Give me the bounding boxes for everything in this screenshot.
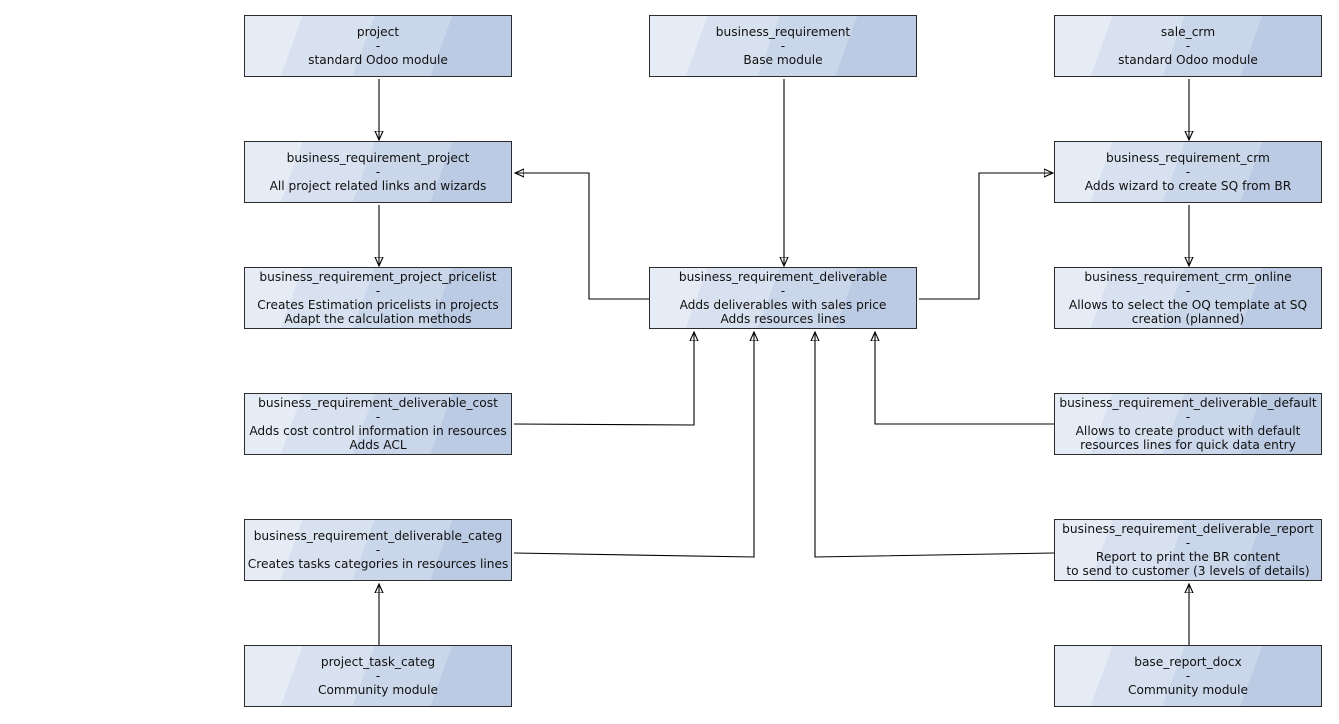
edge-deliverable-to-br-project [515, 173, 649, 300]
node-project: project - standard Odoo module [244, 15, 512, 77]
node-br-crm-online: business_requirement_crm_online - Allows… [1054, 267, 1322, 329]
node-separator: - [375, 543, 381, 557]
node-description: All project related links and wizards [269, 179, 487, 193]
node-title: business_requirement_deliverable_default [1059, 396, 1317, 410]
node-separator: - [1185, 165, 1191, 179]
node-description: to send to customer (3 levels of details… [1066, 564, 1310, 578]
node-separator: - [1185, 284, 1191, 298]
node-title: project_task_categ [320, 655, 436, 669]
node-title: business_requirement_project_pricelist [259, 270, 497, 284]
node-description: Adds wizard to create SQ from BR [1084, 179, 1292, 193]
node-base-report-docx: base_report_docx - Community module [1054, 645, 1322, 707]
node-description: Community module [317, 683, 439, 697]
edge-cost-to-deliverable [513, 332, 694, 426]
node-description: Base module [743, 53, 823, 67]
node-title: business_requirement_deliverable_report [1062, 522, 1314, 536]
node-br-project: business_requirement_project - All proje… [244, 141, 512, 203]
node-br-deliverable-default: business_requirement_deliverable_default… [1054, 393, 1322, 455]
edge-report-to-deliverable [815, 332, 1055, 558]
node-business-requirement: business_requirement - Base module [649, 15, 917, 77]
node-title: base_report_docx [1134, 655, 1242, 669]
node-separator: - [1185, 669, 1191, 683]
node-separator: - [1185, 536, 1191, 550]
node-title: project [356, 25, 400, 39]
node-description: Allows to select the OQ template at SQ [1068, 298, 1308, 312]
node-sale-crm: sale_crm - standard Odoo module [1054, 15, 1322, 77]
node-br-project-pricelist: business_requirement_project_pricelist -… [244, 267, 512, 329]
node-description: Adds deliverables with sales price [679, 298, 887, 312]
node-description: Creates Estimation pricelists in project… [257, 298, 499, 312]
node-separator: - [780, 39, 786, 53]
node-description: Adds cost control information in resourc… [249, 424, 507, 438]
node-separator: - [375, 284, 381, 298]
node-title: business_requirement [715, 25, 851, 39]
node-title: business_requirement_deliverable_cost [258, 396, 498, 410]
node-separator: - [1185, 39, 1191, 53]
node-project-task-categ: project_task_categ - Community module [244, 645, 512, 707]
edge-deliverable-to-br-crm [919, 173, 1053, 300]
node-description: Allows to create product with default [1075, 424, 1301, 438]
node-description: Adds resources lines [720, 312, 846, 326]
node-br-deliverable: business_requirement_deliverable - Adds … [649, 267, 917, 329]
node-br-deliverable-report: business_requirement_deliverable_report … [1054, 519, 1322, 581]
node-description: standard Odoo module [308, 53, 448, 67]
node-title: business_requirement_project [286, 151, 470, 165]
node-br-deliverable-cost: business_requirement_deliverable_cost - … [244, 393, 512, 455]
node-separator: - [375, 165, 381, 179]
node-separator: - [375, 410, 381, 424]
node-separator: - [780, 284, 786, 298]
edge-categ-to-deliverable [513, 332, 754, 558]
node-separator: - [375, 669, 381, 683]
node-title: business_requirement_crm_online [1084, 270, 1292, 284]
node-description: standard Odoo module [1118, 53, 1258, 67]
node-description: Report to print the BR content [1095, 550, 1281, 564]
node-title: business_requirement_crm [1106, 151, 1270, 165]
node-title: business_requirement_deliverable [678, 270, 888, 284]
node-br-deliverable-categ: business_requirement_deliverable_categ -… [244, 519, 512, 581]
node-description: Adapt the calculation methods [284, 312, 472, 326]
node-description: resources lines for quick data entry [1080, 438, 1296, 452]
node-separator: - [375, 39, 381, 53]
edge-default-to-deliverable [875, 332, 1054, 425]
node-title: business_requirement_deliverable_categ [253, 529, 503, 543]
node-description: Community module [1127, 683, 1249, 697]
node-title: sale_crm [1160, 25, 1216, 39]
node-description: Creates tasks categories in resources li… [247, 557, 509, 571]
node-description: Adds ACL [349, 438, 407, 452]
node-br-crm: business_requirement_crm - Adds wizard t… [1054, 141, 1322, 203]
node-description: creation (planned) [1131, 312, 1245, 326]
node-separator: - [1185, 410, 1191, 424]
